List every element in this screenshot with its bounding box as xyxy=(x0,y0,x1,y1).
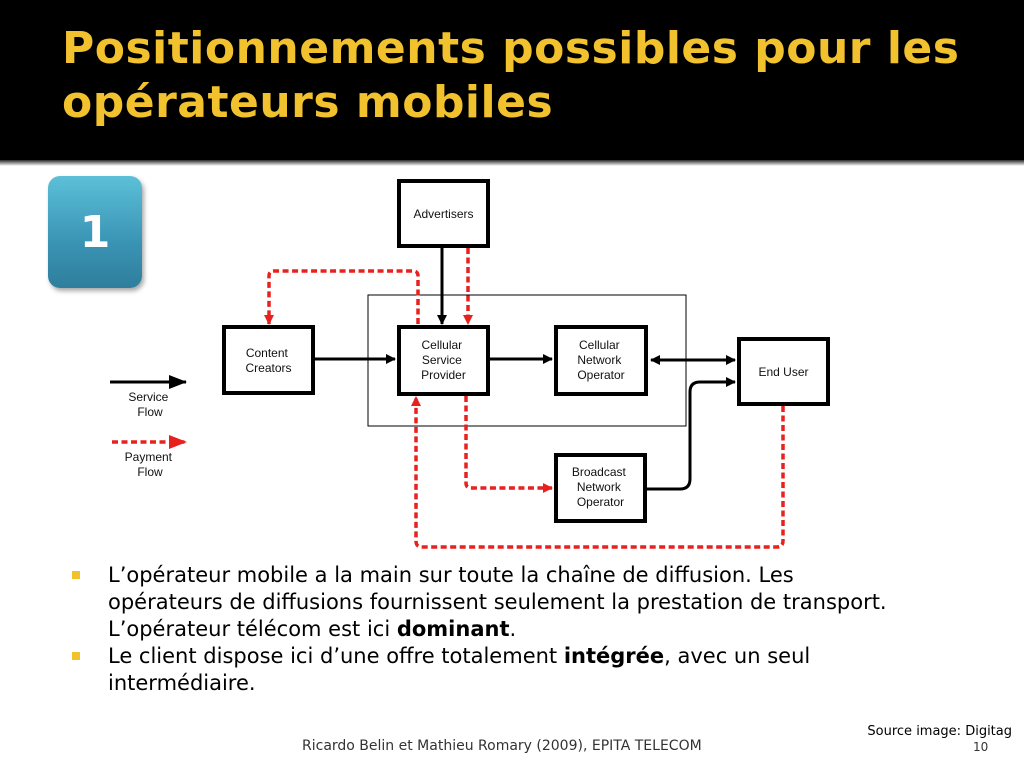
slide-title: Positionnements possibles pour les opéra… xyxy=(62,22,1002,130)
node-cellular-service-provider-label: Cellular Service Provider xyxy=(421,338,466,382)
node-cellular-service-provider: Cellular Service Provider xyxy=(397,325,490,396)
node-broadcast-network-operator: Broadcast Network Operator xyxy=(554,453,647,523)
flow-broadcast-to-end-user xyxy=(646,377,736,491)
node-broadcast-network-operator-label: Broadcast Network Operator xyxy=(572,465,629,509)
image-source: Source image: Digitag xyxy=(867,724,1012,739)
node-content-creators-label: Content Creators xyxy=(245,346,291,375)
node-end-user: End User xyxy=(737,337,830,406)
slide-title-line-1: Positionnements possibles pour les xyxy=(62,23,960,74)
legend-service-flow-label: Service Flow xyxy=(128,390,171,419)
page-number: 10 xyxy=(973,740,989,754)
node-cellular-network-operator-label: Cellular Network Operator xyxy=(577,338,624,382)
title-bar: Positionnements possibles pour les opéra… xyxy=(0,0,1024,160)
node-advertisers-label: Advertisers xyxy=(413,207,473,221)
bullet-item: L’opérateur mobile a la main sur toute l… xyxy=(70,562,890,643)
legend: Service Flow Payment Flow xyxy=(110,375,187,479)
slide-title-line-2: opérateurs mobiles xyxy=(62,77,554,128)
node-content-creators: Content Creators xyxy=(222,325,315,395)
node-end-user-label: End User xyxy=(758,365,808,379)
title-separator xyxy=(0,160,1024,166)
node-cellular-network-operator: Cellular Network Operator xyxy=(554,325,648,396)
bullet-list: L’opérateur mobile a la main sur toute l… xyxy=(70,562,890,697)
payment-provider-to-broadcast xyxy=(464,396,553,493)
legend-payment-flow-label: Payment Flow xyxy=(125,450,176,479)
bullet-square-icon xyxy=(72,571,80,579)
slide-content xyxy=(0,160,1024,768)
step-number-badge: 1 xyxy=(48,176,142,288)
payment-provider-to-creators xyxy=(264,269,420,325)
node-advertisers: Advertisers xyxy=(397,179,490,248)
bullet-item: Le client dispose ici d’une offre totale… xyxy=(70,643,890,697)
footer-credit: Ricardo Belin et Mathieu Romary (2009), … xyxy=(302,738,702,754)
bullet-square-icon xyxy=(72,652,80,660)
payment-end-user-to-provider xyxy=(411,396,785,549)
